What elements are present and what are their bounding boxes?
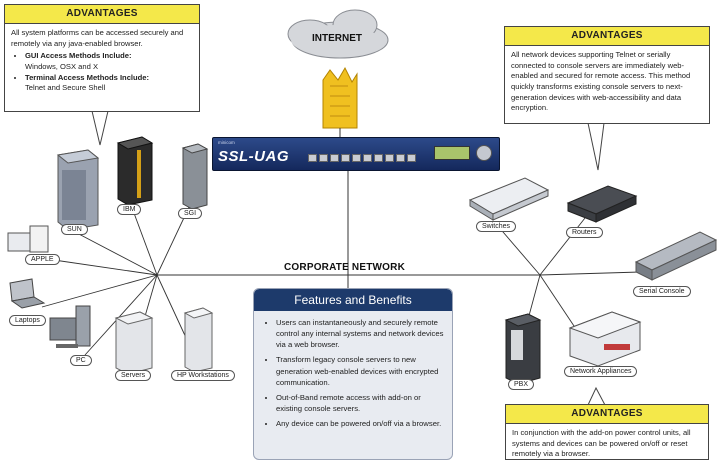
pbx-icon bbox=[504, 313, 542, 385]
device-lcd bbox=[434, 146, 470, 160]
advantages-text: All network devices supporting Telnet or… bbox=[511, 50, 691, 113]
features-title: Features and Benefits bbox=[254, 289, 452, 311]
label-sgi: SGI bbox=[178, 208, 203, 219]
device-nav-pad bbox=[476, 145, 492, 161]
device-maker: minicom bbox=[218, 140, 235, 145]
network-appliance-icon bbox=[568, 311, 642, 367]
pc-icon bbox=[49, 305, 91, 348]
advantages-heading: ADVANTAGES bbox=[5, 5, 199, 24]
label-laptops: Laptops bbox=[9, 315, 46, 326]
hp-workstation-icon bbox=[183, 307, 214, 373]
label-pbx: PBX bbox=[508, 379, 535, 390]
advantages-callout-left: ADVANTAGES All system platforms can be a… bbox=[4, 4, 200, 112]
features-benefits-box: Features and Benefits Users can instanta… bbox=[253, 288, 453, 460]
advantage-item: GUI Access Methods Include:Windows, OSX … bbox=[25, 51, 193, 72]
label-sun: SUN bbox=[61, 224, 88, 235]
label-switches: Switches bbox=[476, 221, 517, 232]
sun-server-icon bbox=[56, 149, 100, 231]
label-serial-console: Serial Console bbox=[633, 286, 691, 297]
sgi-server-icon bbox=[181, 143, 209, 210]
device-ports bbox=[308, 149, 418, 167]
advantages-callout-bottom: ADVANTAGES In conjunction with the add-o… bbox=[505, 404, 709, 460]
callout-pointer-right bbox=[587, 122, 605, 171]
advantages-heading: ADVANTAGES bbox=[506, 405, 708, 424]
callout-pointer-left bbox=[91, 110, 109, 146]
corporate-network-label: CORPORATE NETWORK bbox=[284, 262, 405, 273]
apple-monitor-icon bbox=[7, 225, 49, 253]
label-network-appliances: Network Appliances bbox=[564, 366, 638, 377]
advantages-heading: ADVANTAGES bbox=[505, 27, 709, 46]
label-servers: Servers bbox=[115, 370, 152, 381]
feature-item: Users can instantaneously and securely r… bbox=[276, 317, 444, 350]
switch-icon bbox=[468, 177, 550, 221]
cloud-icon bbox=[287, 9, 389, 59]
feature-item: Transform legacy console servers to new … bbox=[276, 354, 444, 387]
advantages-intro: All system platforms can be accessed sec… bbox=[11, 28, 184, 48]
feature-item: Any device can be powered on/off via a b… bbox=[276, 418, 444, 429]
router-icon bbox=[566, 185, 638, 223]
ibm-server-icon bbox=[116, 136, 154, 206]
callout-pointer-bottom bbox=[587, 386, 606, 406]
advantages-callout-right: ADVANTAGES All network devices supportin… bbox=[504, 26, 710, 124]
laptop-icon bbox=[9, 278, 46, 309]
label-hp-workstations: HP Workstations bbox=[171, 370, 235, 381]
serial-console-icon bbox=[634, 231, 718, 281]
feature-item: Out-of-Band remote access with add-on or… bbox=[276, 392, 444, 414]
device-brand: SSL-UAG bbox=[218, 148, 289, 165]
label-routers: Routers bbox=[566, 227, 603, 238]
advantages-text: In conjunction with the add-on power con… bbox=[512, 428, 691, 459]
label-apple: APPLE bbox=[25, 254, 60, 265]
label-ibm: IBM bbox=[117, 204, 142, 215]
internet-label: INTERNET bbox=[312, 33, 362, 44]
ssl-uag-device: minicom SSL-UAG bbox=[212, 137, 500, 171]
label-pc: PC bbox=[70, 355, 92, 366]
servers-rack-icon bbox=[114, 311, 154, 375]
advantage-item: Terminal Access Methods Include:Telnet a… bbox=[25, 73, 193, 94]
firewall-icon bbox=[322, 66, 358, 129]
